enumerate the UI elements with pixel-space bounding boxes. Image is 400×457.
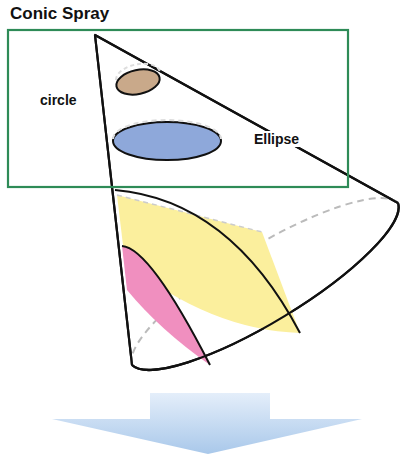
cone-sides	[95, 35, 398, 365]
down-arrow	[52, 393, 362, 454]
cone-body	[95, 35, 399, 370]
hyperbola-edge	[122, 246, 210, 365]
section-dashed-edge	[117, 195, 262, 232]
ellipse-dashed-edge	[113, 120, 221, 139]
section-label: circle	[38, 92, 79, 108]
diagram-title: Conic Spray	[10, 4, 109, 24]
circle-dashed-edge	[116, 64, 160, 80]
section-label: Ellipse	[252, 131, 301, 147]
hyperbola-section	[122, 246, 210, 365]
circle-section	[114, 66, 162, 99]
ellipse-section	[113, 122, 221, 160]
highlight-frame	[8, 30, 348, 187]
cone-base-front	[132, 203, 399, 370]
parabola-edge	[115, 190, 300, 333]
